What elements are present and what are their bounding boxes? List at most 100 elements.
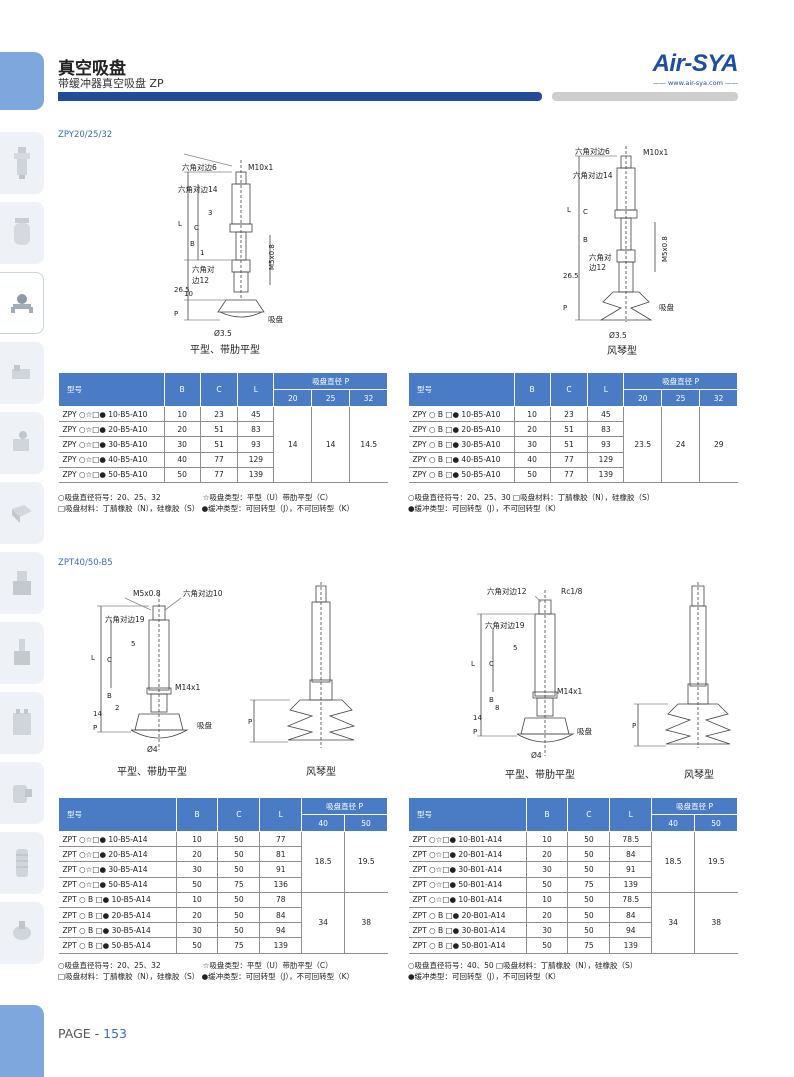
cell-model: ZPT ○☆□● 30-B5-A14 — [58, 861, 177, 878]
cell-p: 38 — [694, 892, 738, 954]
cell: 30 — [525, 861, 568, 878]
th-diameter: 吸盘直径 P — [301, 797, 388, 815]
cell: 78.5 — [609, 831, 652, 848]
dim-10: 10 — [184, 290, 193, 298]
sidebar-tab-fitting-3[interactable] — [0, 482, 44, 544]
cell: 81 — [259, 846, 302, 863]
sidebar-tab-filter[interactable] — [0, 132, 44, 194]
note-line: ☆吸盘类型：平型（U）带肋平型（C） — [202, 961, 333, 970]
diagram-zpt-flat-b5: M5x0.8 六角对边10 六角对边19 M14x1 L C 5 B 2 14 … — [91, 588, 223, 778]
sidebar-tab-fitting-5[interactable] — [0, 622, 44, 684]
brand-url: —— www.air-sya.com —— — [652, 79, 738, 87]
sidebar-tab-lubricator[interactable] — [0, 202, 44, 264]
cell: 139 — [609, 877, 652, 893]
cell: 91 — [609, 861, 652, 878]
dim-b-b01: B — [489, 696, 494, 704]
cell-model: ZPT ○☆□● 20-B5-A14 — [58, 846, 177, 863]
sidebar-tab-suction-cup[interactable] — [0, 272, 44, 334]
cell: 129 — [587, 452, 624, 468]
sidebar-tab-fitting-1[interactable] — [0, 342, 44, 404]
cell-model: ZPT ○ B □● 50-B01-A14 — [408, 937, 527, 954]
label-m10: M10x1 — [248, 163, 273, 172]
cell-model: ZPT ○☆□● 20-B01-A14 — [408, 846, 527, 863]
cell-p: 38 — [344, 892, 388, 954]
dim-p-b01-bellows: P — [632, 722, 636, 730]
label-d35-b: Ø3.5 — [609, 331, 627, 340]
th-diameter: 吸盘直径 P — [651, 797, 738, 815]
elbow-icon — [13, 571, 31, 595]
label-hex10: 六角对边10 — [183, 588, 223, 598]
sidebar-tab-fitting-9[interactable] — [0, 902, 44, 964]
cell: 45 — [587, 406, 624, 423]
note-block-4: ○吸盘直径符号：40、50 □吸盘材料：丁腈橡胶（N），硅橡胶（S） ●缓冲类型… — [408, 960, 637, 982]
spec-table-4: 型号 B C L 吸盘直径 P 40 50 ZPT ○☆□● 10-B01-A1… — [408, 797, 738, 954]
sidebar-tab-fitting-4[interactable] — [0, 552, 44, 614]
header-bar-blue — [58, 92, 542, 101]
label-suction-b: 吸盘 — [659, 302, 674, 312]
cell-model: ZPY ○☆□● 20-B5-A10 — [58, 421, 165, 438]
th-c: C — [567, 797, 611, 832]
sidebar-tab-fitting-2[interactable] — [0, 412, 44, 474]
cell: 84 — [609, 907, 652, 924]
cell: 91 — [259, 861, 302, 878]
sidebar-tab-fitting-7[interactable] — [0, 762, 44, 824]
dim-2-zpt: 2 — [115, 704, 119, 712]
label-suction: 吸盘 — [268, 314, 283, 324]
sidebar-tab-fitting-8[interactable] — [0, 832, 44, 894]
cell-model: ZPT ○☆□● 30-B01-A14 — [408, 861, 527, 878]
cell: 20 — [175, 846, 218, 863]
cell-p: 18.5 — [651, 831, 695, 893]
cell: 50 — [525, 877, 568, 893]
caption-flat-b01: 平型、带肋平型 — [505, 768, 575, 781]
label-suction-zpt: 吸盘 — [197, 720, 212, 730]
cell: 30 — [525, 922, 568, 939]
dim-b-zpt: B — [107, 692, 112, 700]
caption-bellows-b01: 风琴型 — [684, 768, 714, 780]
th-d: 20 — [623, 389, 663, 407]
cell: 75 — [217, 937, 260, 954]
th-d: 40 — [301, 814, 346, 832]
note-line: ○吸盘直径符号：40、50 □吸盘材料：丁腈橡胶（N），硅橡胶（S） — [408, 961, 638, 970]
label-hex12: 六角对边12 — [487, 586, 527, 596]
cell: 139 — [259, 937, 302, 954]
dim-265: 26.5 — [174, 286, 190, 294]
cell-model: ZPY ○ B □● 50-B5-A10 — [408, 467, 515, 483]
cell-model: ZPT ○ B □● 50-B5-A14 — [58, 937, 177, 954]
label-hex12a-b: 六角对 — [589, 252, 612, 262]
th-d: 40 — [651, 814, 696, 832]
cell: 50 — [525, 937, 568, 954]
note-line: ☆吸盘类型：平型（U）带肋平型（C） — [202, 493, 333, 502]
cell-p: 34 — [651, 892, 695, 954]
sidebar-tab-fitting-6[interactable] — [0, 692, 44, 754]
sidebar-bottom-tab — [0, 1005, 44, 1077]
caption-flat-zpt: 平型、带肋平型 — [117, 765, 187, 778]
diagram-zpy-bellows: 六角对边6 M10x1 六角对边14 六角对 边12 M5x0.8 L C B … — [563, 146, 674, 357]
spec-table-2: 型号 B C L 吸盘直径 P 20 25 32 ZPY ○ B □● 10-B… — [408, 372, 738, 483]
cell-p: 19.5 — [694, 831, 738, 893]
cell: 93 — [587, 436, 624, 453]
cell-p: 23.5 — [623, 406, 662, 483]
label-m10-b: M10x1 — [643, 148, 668, 157]
th-diameter: 吸盘直径 P — [273, 372, 388, 390]
cell: 75 — [567, 937, 610, 954]
cell-model: ZPT ○ B □● 30-B01-A14 — [408, 922, 527, 939]
cell-model: ZPT ○ B □● 20-B5-A14 — [58, 907, 177, 924]
cell-model: ZPY ○☆□● 40-B5-A10 — [58, 452, 165, 468]
cell: 77 — [199, 467, 238, 483]
note-block-3: ○吸盘直径符号：20、25、32☆吸盘类型：平型（U）带肋平型（C） □吸盘材料… — [58, 960, 354, 982]
page-prefix: PAGE - — [58, 1026, 104, 1041]
label-hex12a: 六角对 — [192, 264, 215, 274]
dim-p-zpt-b: P — [248, 718, 252, 726]
cell-model: ZPT ○☆□● 10-B5-A14 — [58, 831, 177, 848]
th-d: 32 — [349, 389, 388, 407]
cell: 93 — [237, 436, 274, 453]
label-hex14-b: 六角对边14 — [573, 170, 613, 180]
cell: 20 — [525, 907, 568, 924]
label-d35: Ø3.5 — [214, 329, 232, 338]
